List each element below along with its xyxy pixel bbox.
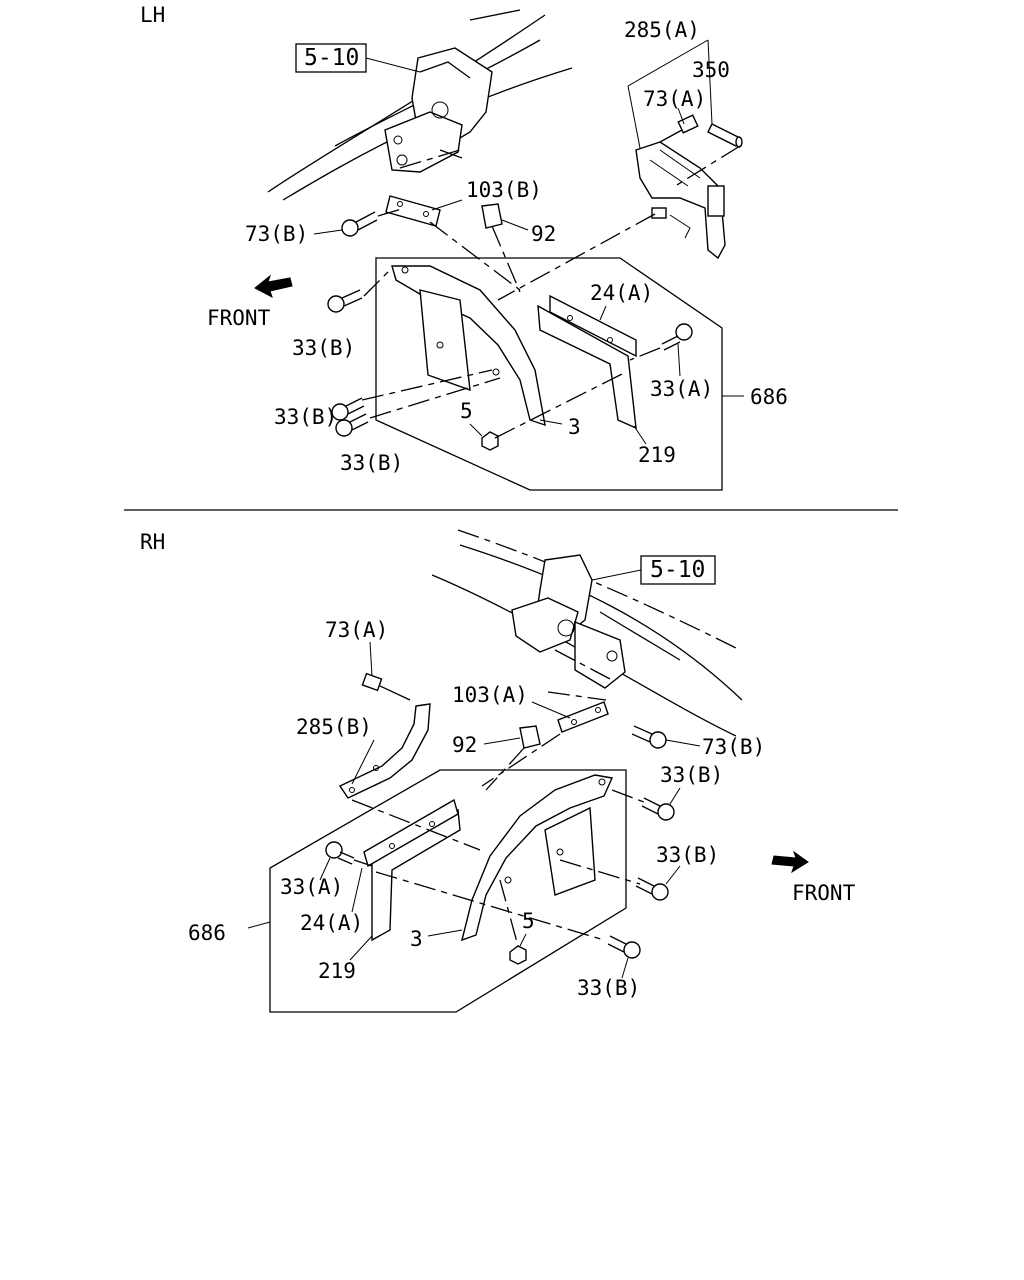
rh-callout-5: 5: [522, 909, 535, 933]
rh-bolt-73b: [631, 725, 667, 749]
rh-mount-bracket: [511, 554, 626, 689]
rh-leaders: [247, 641, 701, 979]
rh-bolt-33b-3: [607, 935, 641, 959]
rh-bracket-285b: [338, 703, 431, 799]
lh-callout-219: 219: [638, 443, 676, 467]
rh-callout-33b-2: 33(B): [656, 843, 719, 867]
lh-leaders: [313, 39, 744, 445]
rh-callout-24a: 24(A): [300, 911, 363, 935]
lh-callout-103b: 103(B): [466, 178, 542, 202]
rh-callout-92: 92: [452, 733, 477, 757]
rh-plate-103a: [557, 701, 609, 733]
rh-bolt-73a: [361, 672, 411, 701]
rh-front-label: FRONT: [792, 881, 856, 905]
lh-front-label: FRONT: [207, 306, 271, 330]
lh-callout-350: 350: [692, 58, 730, 82]
rh-flap-219: [363, 798, 461, 942]
lh-callout-24a: 24(A): [590, 281, 653, 305]
lh-mudguard-3: [391, 265, 546, 427]
rh-mudguard-3: [461, 774, 614, 942]
lh-callout-686: 686: [750, 385, 788, 409]
rh-ref-box-label: 5-10: [650, 557, 705, 583]
lh-callout-285a: 285(A): [624, 18, 700, 42]
lh-callout-3: 3: [568, 415, 581, 439]
rh-callout-33a: 33(A): [280, 875, 343, 899]
lh-nut-5: [481, 431, 499, 451]
rh-front-arrow-icon: [771, 850, 809, 874]
rh-dash-lines: [351, 691, 645, 947]
rh-callout-219: 219: [318, 959, 356, 983]
rh-callout-73a: 73(A): [325, 618, 388, 642]
rh-bolt-33a: [325, 841, 355, 865]
rh-nut-5: [509, 945, 527, 965]
rh-clip-92: [519, 725, 541, 749]
lh-section: LH 5-10: [140, 3, 788, 491]
rh-callout-103a: 103(A): [452, 683, 528, 707]
lh-bracket-285a: [635, 141, 726, 260]
rh-callout-3: 3: [410, 927, 423, 951]
lh-bolt-33b-1: [327, 289, 363, 313]
lh-callout-33b-2: 33(B): [274, 405, 337, 429]
lh-bolt-33b-3: [335, 413, 369, 437]
lh-bolt-73a: [659, 114, 741, 189]
lh-callout-33a: 33(A): [650, 377, 713, 401]
rh-callout-33b-3: 33(B): [577, 976, 640, 1000]
rh-kit-outline: [269, 769, 627, 1013]
lh-dash-lines: [361, 213, 661, 439]
rh-callout-73b: 73(B): [702, 735, 765, 759]
lh-callout-5: 5: [460, 399, 473, 423]
lh-kit-outline: [375, 257, 723, 491]
lh-bolt-33a: [661, 323, 693, 351]
lh-bolt-73b: [341, 207, 406, 237]
lh-ref-box-label: 5-10: [304, 45, 359, 71]
lh-mount-bracket: [384, 47, 493, 173]
rh-callout-686: 686: [188, 921, 226, 945]
lh-flap-219: [537, 294, 637, 430]
lh-front-arrow-icon: [254, 274, 293, 299]
lh-callout-33b-1: 33(B): [292, 336, 355, 360]
lh-callout-92: 92: [531, 222, 556, 246]
rh-callout-33b-1: 33(B): [660, 763, 723, 787]
lh-bolt-33b-2: [331, 397, 365, 421]
lh-callout-33b-3: 33(B): [340, 451, 403, 475]
rh-bolt-33b-2: [635, 877, 669, 901]
rh-side-label: RH: [140, 530, 165, 554]
rh-section: RH 5-10: [140, 529, 856, 1013]
lh-pin-350: [707, 123, 743, 148]
lh-callout-73b: 73(B): [245, 222, 308, 246]
lh-clip-92: [481, 203, 503, 229]
rh-callout-285b: 285(B): [296, 715, 372, 739]
lh-callout-73a: 73(A): [643, 87, 706, 111]
lh-side-label: LH: [140, 3, 165, 27]
rh-bolt-33b-1: [641, 797, 675, 821]
